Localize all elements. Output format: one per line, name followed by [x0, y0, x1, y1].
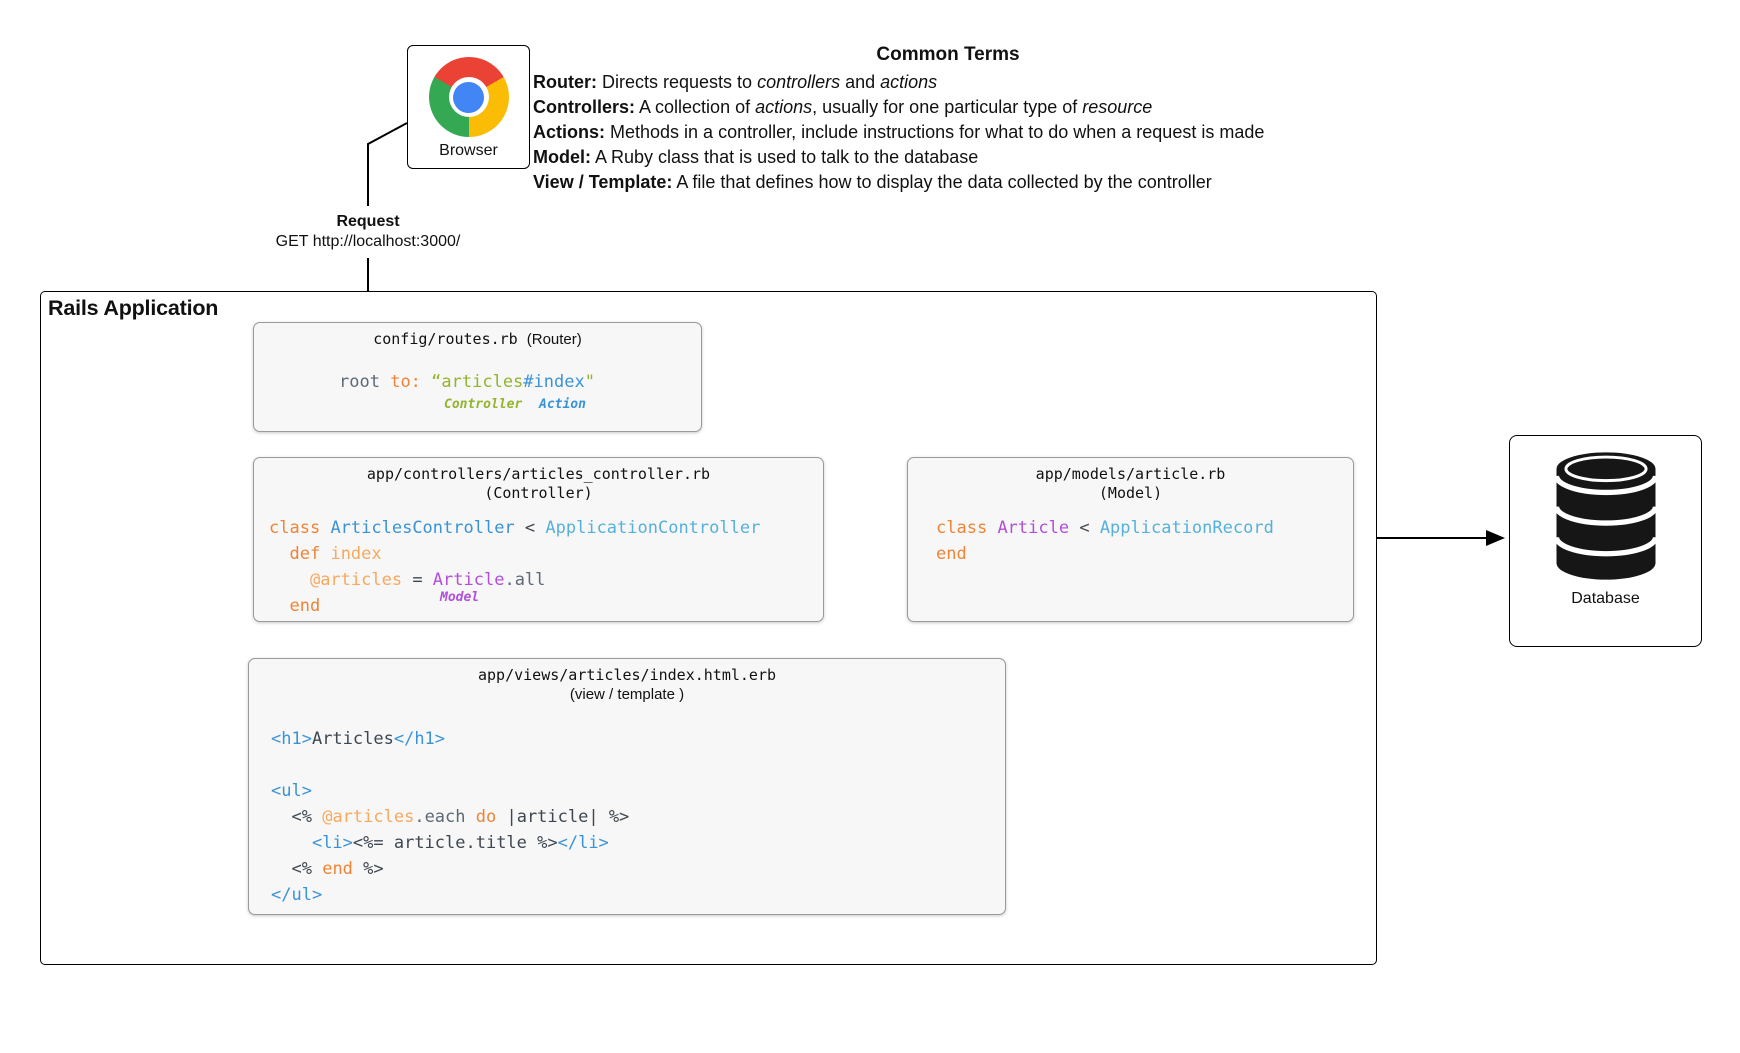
- request-annotation: Request GET http://localhost:3000/: [248, 212, 488, 252]
- controller-header: app/controllers/articles_controller.rb (…: [254, 458, 823, 503]
- code-line: <% @articles.each do |article| %>: [291, 807, 630, 827]
- view-kind: (view / template ): [569, 686, 685, 703]
- code-line: class Article < ApplicationRecord: [936, 518, 1274, 538]
- request-title: Request: [336, 213, 400, 230]
- code-line: <% end %>: [291, 859, 384, 879]
- code-line: @articles = Article.all: [309, 570, 546, 590]
- common-terms-title: Common Terms: [876, 44, 1020, 65]
- code-line: <ul>: [271, 781, 312, 801]
- view-header: app/views/articles/index.html.erb (view …: [249, 659, 1005, 704]
- code-line: def index: [289, 544, 382, 564]
- router-node: config/routes.rb (Router) root to: “arti…: [253, 322, 702, 432]
- controller-file-name: app/controllers/articles_controller.rb: [366, 465, 711, 483]
- code-line: end: [289, 596, 321, 616]
- model-node: app/models/article.rb (Model) class Arti…: [907, 457, 1354, 622]
- term-router: Router: Directs requests to controllers …: [533, 72, 938, 92]
- code-line: end: [936, 544, 967, 564]
- controller-pointer-label: Controller: [444, 397, 523, 412]
- term-actions: Actions: Methods in a controller, includ…: [533, 122, 1265, 142]
- view-code: <h1>Articles</h1> <ul> <% @articles.each…: [271, 726, 629, 908]
- browser-label: Browser: [439, 142, 498, 159]
- rails-application-title: Rails Application: [48, 296, 219, 320]
- code-line: </ul>: [271, 885, 323, 905]
- code-line: [271, 752, 629, 778]
- chrome-icon-center: [453, 81, 484, 113]
- router-file-name: config/routes.rb: [373, 330, 518, 348]
- common-terms: Common Terms Router: Directs requests to…: [533, 42, 1363, 195]
- view-template-node: app/views/articles/index.html.erb (view …: [248, 658, 1006, 915]
- model-pointer-label: Model: [440, 590, 480, 605]
- model-kind: (Model): [1098, 484, 1163, 502]
- arrow-browser-to-request: [367, 122, 408, 206]
- term-view-template: View / Template: A file that defines how…: [533, 172, 1212, 192]
- router-code: root to: “articles#index": [339, 369, 595, 395]
- database-node: Database: [1509, 435, 1702, 647]
- model-code: class Article < ApplicationRecord end: [936, 515, 1274, 567]
- browser-node: Browser: [407, 45, 530, 169]
- term-model: Model: A Ruby class that is used to talk…: [533, 147, 979, 167]
- controller-node: app/controllers/articles_controller.rb (…: [253, 457, 824, 622]
- controller-code: class ArticlesController < ApplicationCo…: [269, 515, 760, 619]
- term-controllers: Controllers: A collection of actions, us…: [533, 97, 1153, 117]
- code-line: <h1>Articles</h1>: [271, 729, 446, 749]
- code-line: root to: “articles#index": [339, 372, 595, 392]
- router-kind: (Router): [526, 331, 582, 348]
- chrome-browser-icon: [428, 57, 509, 137]
- code-line: class ArticlesController < ApplicationCo…: [269, 518, 761, 538]
- router-header: config/routes.rb (Router): [254, 323, 701, 349]
- model-header: app/models/article.rb (Model): [908, 458, 1353, 503]
- code-line: <li><%= article.title %></li>: [311, 833, 609, 853]
- database-label: Database: [1571, 590, 1640, 607]
- view-file-name: app/views/articles/index.html.erb: [477, 666, 776, 684]
- chrome-icon-ring: [448, 77, 489, 117]
- action-pointer-label: Action: [539, 397, 586, 412]
- request-url: GET http://localhost:3000/: [275, 233, 461, 250]
- model-file-name: app/models/article.rb: [1035, 465, 1226, 483]
- database-icon: [1553, 452, 1658, 580]
- controller-kind: (Controller): [484, 484, 593, 502]
